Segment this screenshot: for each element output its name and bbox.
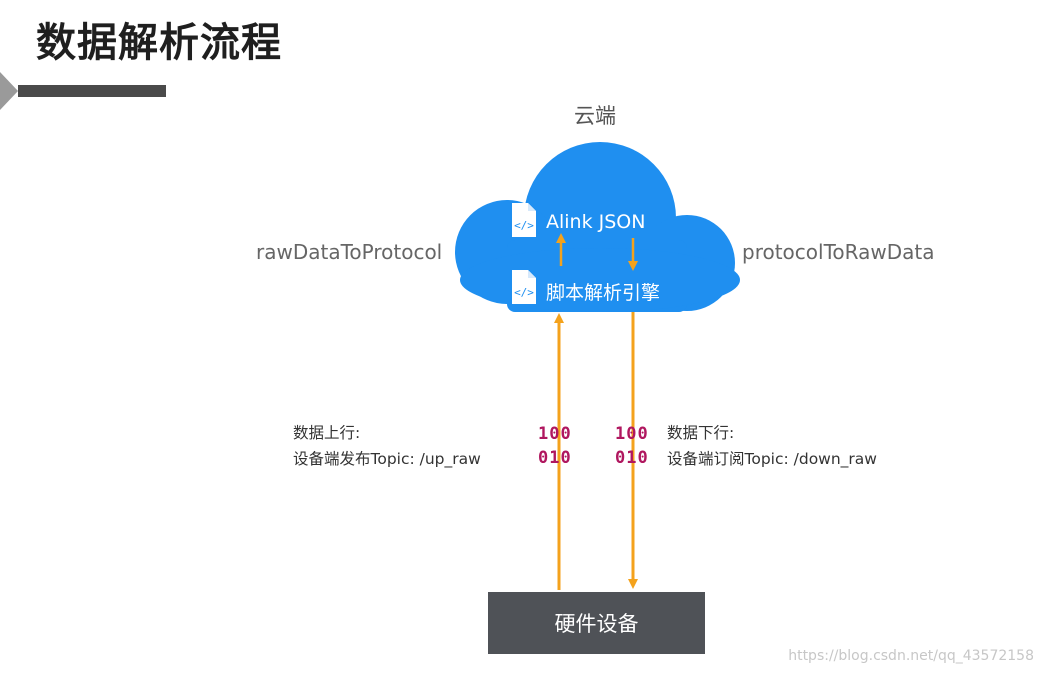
- title-notch-decoration: [0, 72, 18, 110]
- downlink-bits-top: 100: [615, 424, 649, 444]
- code-file-icon-json: </>: [512, 203, 536, 237]
- hardware-device-box: 硬件设备: [488, 592, 705, 654]
- page-title: 数据解析流程: [36, 20, 282, 66]
- alink-json-label: Alink JSON: [546, 211, 646, 233]
- downlink-bits-bottom: 010: [615, 448, 649, 468]
- downlink-topic: 设备端订阅Topic: /down_raw: [667, 450, 877, 468]
- protocol-to-raw-label: protocolToRawData: [742, 240, 935, 264]
- raw-to-protocol-label: rawDataToProtocol: [256, 240, 443, 264]
- svg-text:</>: </>: [514, 286, 534, 299]
- uplink-title: 数据上行:: [293, 424, 361, 442]
- uplink-topic: 设备端发布Topic: /up_raw: [293, 450, 481, 468]
- cloud-caption: 云端: [574, 104, 616, 128]
- svg-text:</>: </>: [514, 219, 534, 232]
- watermark-text: https://blog.csdn.net/qq_43572158: [788, 648, 1034, 664]
- title-underline-bar: [18, 85, 166, 97]
- uplink-bits-bottom: 010: [538, 448, 572, 468]
- script-engine-label: 脚本解析引擎: [546, 282, 661, 304]
- uplink-bits-top: 100: [538, 424, 572, 444]
- hardware-device-label: 硬件设备: [554, 612, 639, 636]
- code-file-icon-engine: </>: [512, 270, 536, 304]
- downlink-title: 数据下行:: [667, 424, 735, 442]
